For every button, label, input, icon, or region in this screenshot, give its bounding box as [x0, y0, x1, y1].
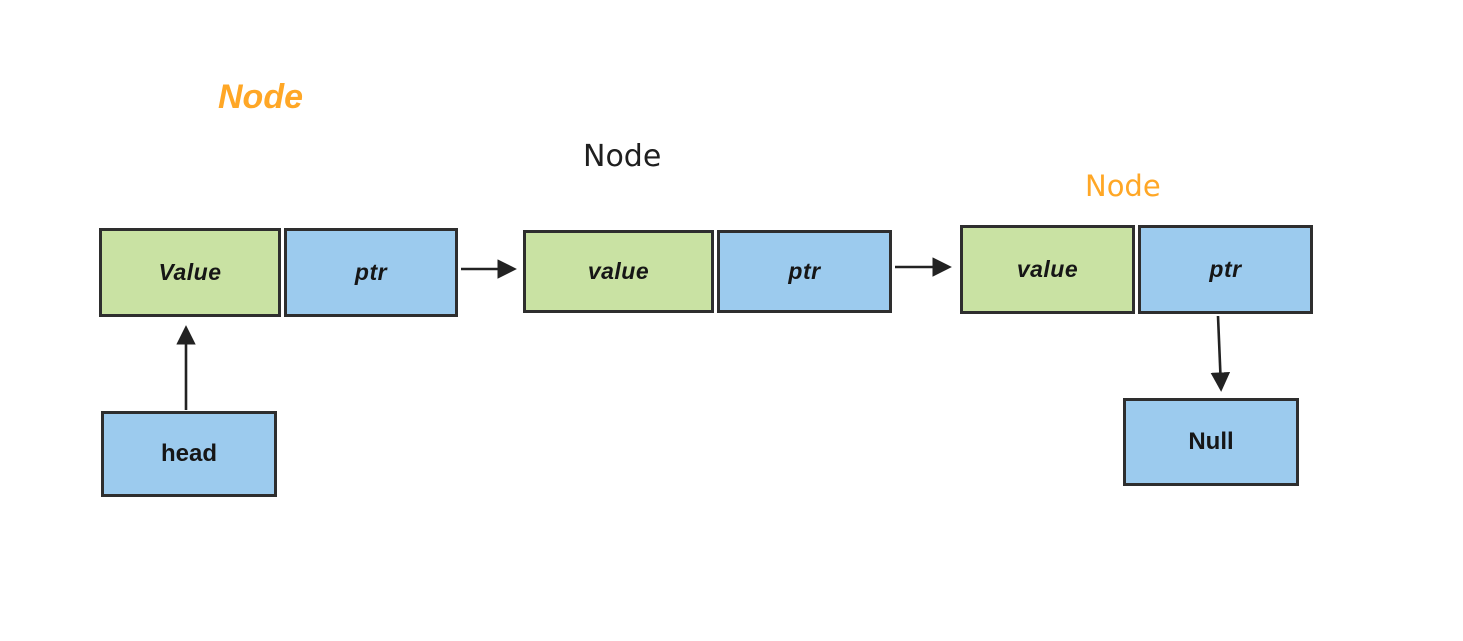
node2-ptr-text: ptr	[788, 258, 821, 284]
node2-value-text: value	[587, 258, 650, 284]
node2-value-cell: value	[523, 230, 714, 313]
node1-ptr-text: ptr	[354, 259, 388, 285]
node3-value-text: value	[1016, 256, 1079, 282]
node-3: value ptr	[960, 225, 1313, 314]
node3-value-cell: value	[960, 225, 1135, 314]
node2-title-label: Node	[583, 139, 662, 174]
head-pointer-box: head	[101, 411, 277, 497]
node3-ptr-cell: ptr	[1138, 225, 1313, 314]
head-label: head	[160, 440, 217, 467]
node3-title-label: Node	[1085, 169, 1161, 203]
arrow-ptr3-to-null-icon	[1210, 315, 1231, 392]
node-1: Value ptr	[99, 228, 458, 317]
node2-ptr-cell: ptr	[717, 230, 892, 313]
node-2: value ptr	[523, 230, 892, 313]
node1-ptr-cell: ptr	[284, 228, 458, 317]
node1-value-text: Value	[158, 259, 222, 285]
null-label: Null	[1188, 428, 1234, 455]
null-terminator-box: Null	[1123, 398, 1299, 486]
node1-title-label: Node	[218, 78, 303, 116]
node1-value-cell: Value	[99, 228, 281, 317]
node3-ptr-text: ptr	[1209, 256, 1242, 282]
